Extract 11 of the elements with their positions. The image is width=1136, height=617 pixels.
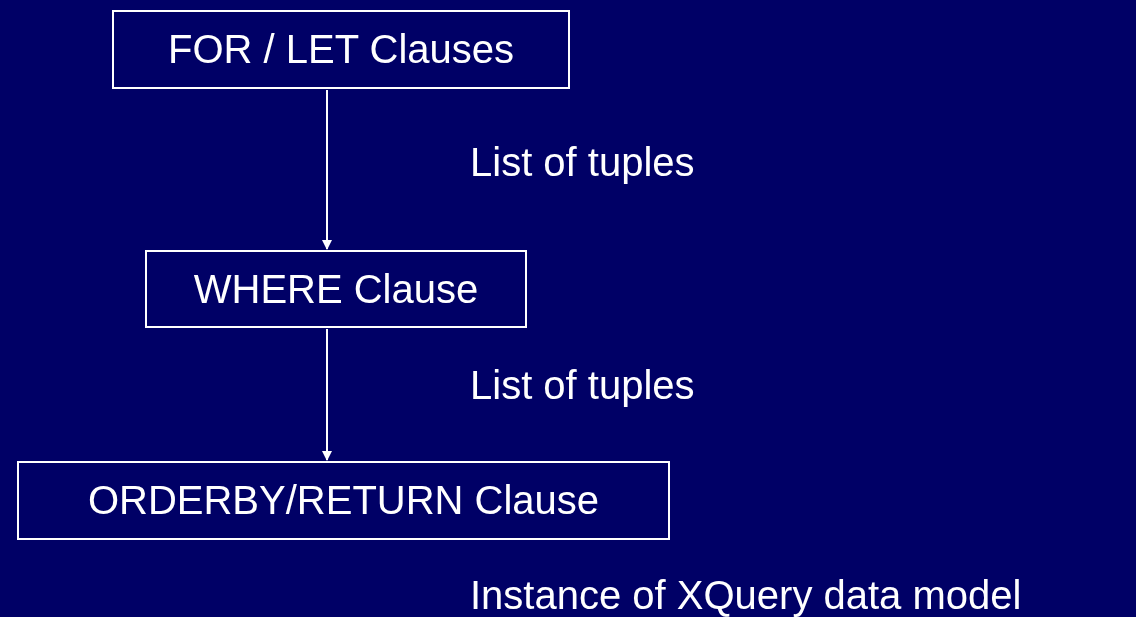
output-label: Instance of XQuery data model [470,572,1022,617]
arrow [322,89,332,250]
process-box [112,10,570,89]
edge-label: List of tuples [470,139,695,186]
node-text: WHERE Clause [193,266,479,312]
node-text: ORDERBY/RETURN Clause [87,478,600,523]
process-box [145,250,527,328]
arrow [322,328,332,461]
node-text: FOR / LET Clauses [167,27,514,72]
edge-label: List of tuples [470,362,695,409]
process-box [17,461,670,540]
